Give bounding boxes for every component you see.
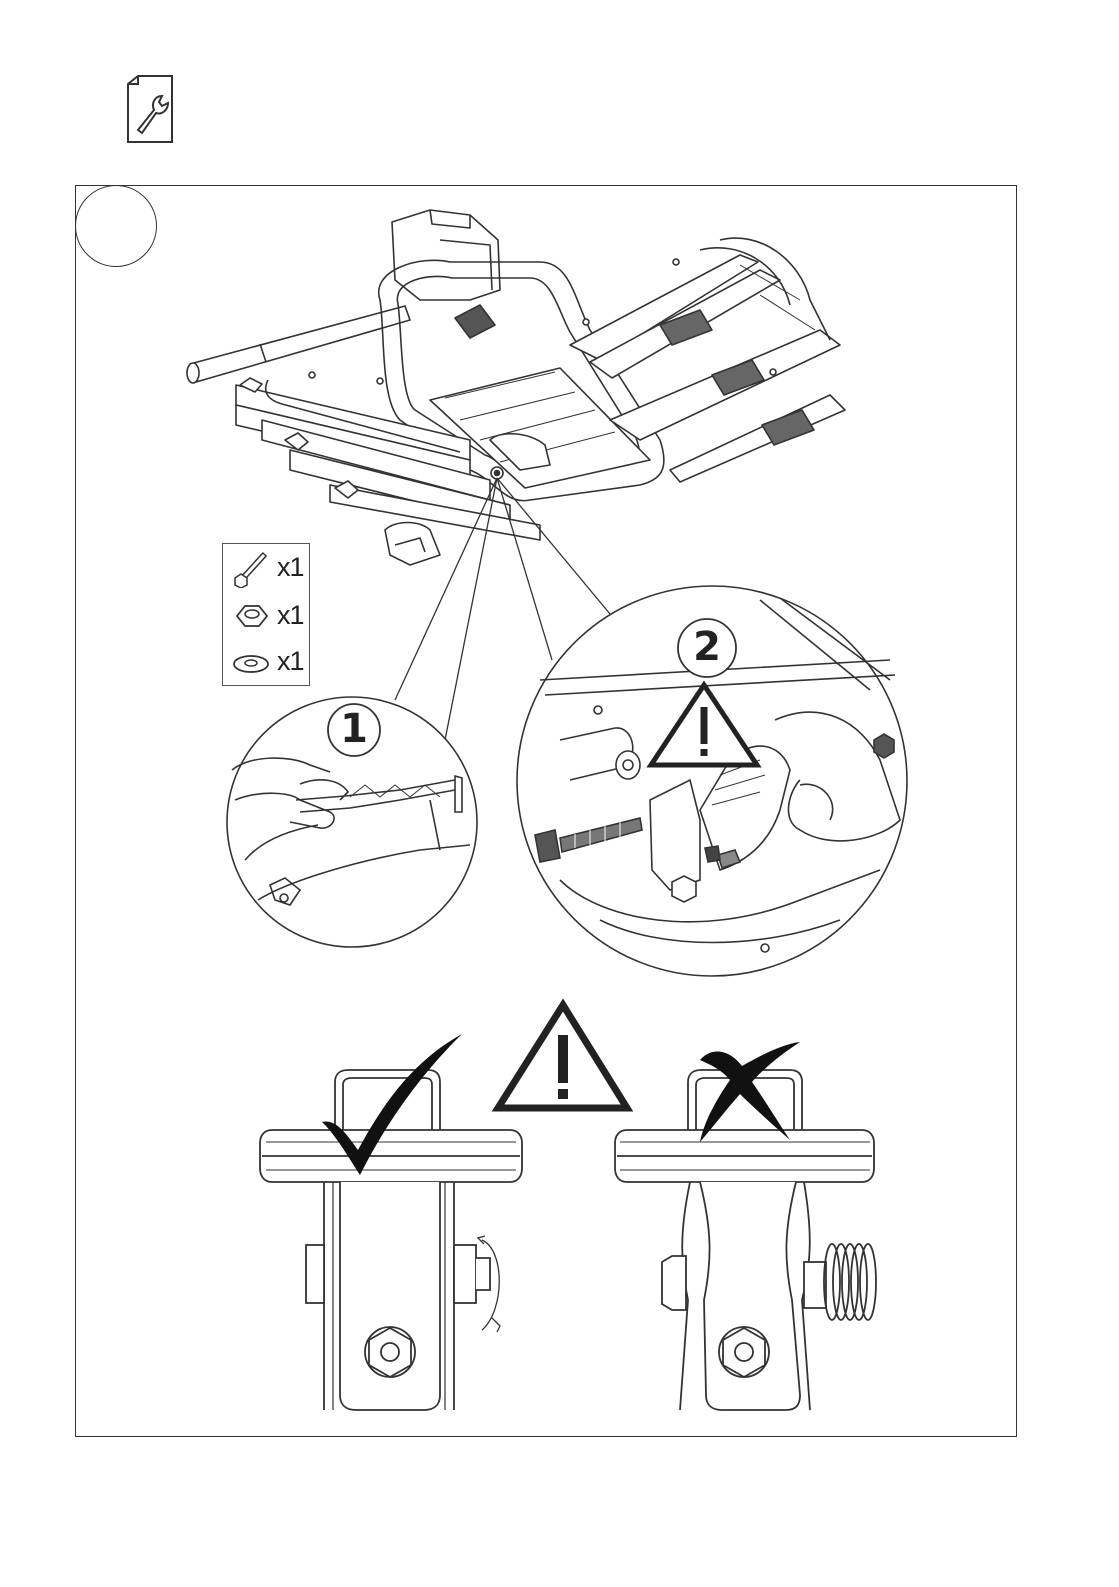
kit-item-washer: x1 <box>223 640 311 684</box>
bolt-icon <box>227 548 273 588</box>
bike-carrier-drawing <box>187 210 845 565</box>
detail-2-label: 2 <box>676 627 738 667</box>
kit-item-nut: x1 <box>223 594 311 638</box>
wrong-assembly-drawing <box>615 1070 876 1410</box>
kit-item-bolt: x1 <box>223 546 311 590</box>
detail-1-label: 1 <box>326 709 382 749</box>
comparison-warning-icon <box>498 1005 627 1108</box>
kit-qty: x1 <box>277 600 304 631</box>
nut-icon <box>227 596 273 636</box>
hardware-kit-box: x1 x1 x1 <box>222 543 310 686</box>
kit-qty: x1 <box>277 552 304 583</box>
washer-icon <box>227 642 273 682</box>
kit-qty: x1 <box>277 646 304 677</box>
